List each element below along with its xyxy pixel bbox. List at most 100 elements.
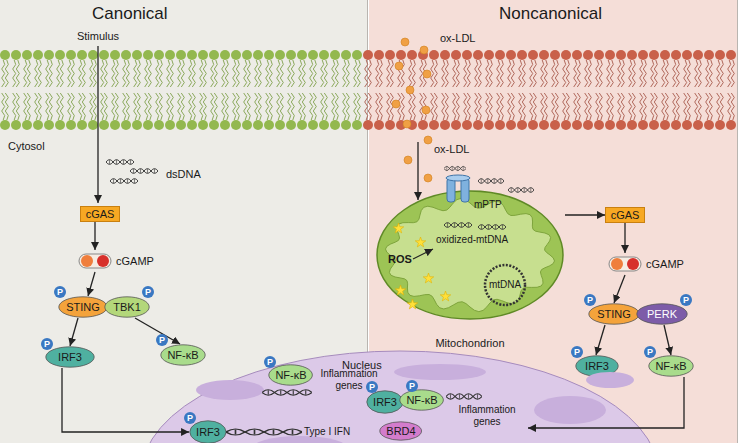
panel-heading: Noncanonical xyxy=(499,5,602,24)
membrane-bilayer xyxy=(286,50,296,60)
second-messenger: cGAMP xyxy=(78,250,154,272)
phospho-marker: P xyxy=(680,294,692,306)
membrane-bilayer xyxy=(495,120,505,130)
phospho-marker: P xyxy=(406,380,418,392)
ox-ldl-particle xyxy=(395,62,403,70)
membrane-bilayer xyxy=(572,120,582,130)
protein-oval: STING xyxy=(588,303,640,325)
membrane-bilayer xyxy=(132,50,142,60)
node-label: NF-κB xyxy=(655,361,686,372)
membrane-bilayer xyxy=(88,50,98,60)
membrane-bilayer xyxy=(99,50,109,60)
cgamp-icon xyxy=(611,258,623,270)
membrane-bilayer xyxy=(561,120,571,130)
annotation-label: mPTP xyxy=(474,199,502,211)
membrane-bilayer xyxy=(506,50,516,60)
node-label: NF-κB xyxy=(167,350,198,361)
signal-arrow xyxy=(624,223,625,253)
membrane-bilayer xyxy=(385,120,395,130)
node-label: NF-κB xyxy=(406,395,437,406)
oval-shape xyxy=(59,297,107,317)
oval-shape xyxy=(637,304,687,324)
membrane-bilayer xyxy=(88,120,98,130)
membrane-bilayer xyxy=(473,120,483,130)
node-label: BRD4 xyxy=(386,426,415,437)
membrane-bilayer xyxy=(253,50,263,60)
membrane-bilayer xyxy=(407,50,417,60)
ox-ldl-particle xyxy=(392,100,400,108)
membrane-bilayer xyxy=(726,120,736,130)
phospho-marker: P xyxy=(264,356,276,368)
membrane-bilayer xyxy=(77,50,87,60)
node-label: IRF3 xyxy=(585,361,609,372)
membrane-bilayer xyxy=(704,120,714,130)
phospho-marker: P xyxy=(156,334,168,346)
nucleus-shape xyxy=(141,351,659,443)
membrane-bilayer xyxy=(572,50,582,60)
membrane-bilayer xyxy=(22,120,32,130)
protein-oval: TBK1 xyxy=(104,296,150,318)
membrane-bilayer xyxy=(517,120,527,130)
mitochondrion: Mitochondrion xyxy=(375,185,565,353)
node-label: IRF3 xyxy=(373,397,397,408)
panel-heading: Canonical xyxy=(92,5,168,24)
ox-ldl-particle xyxy=(404,156,412,164)
chromatin-patch xyxy=(534,396,606,424)
membrane-bilayer xyxy=(627,50,637,60)
annotation-label: ox-LDL xyxy=(434,143,469,156)
node-label: cGAMP xyxy=(646,258,684,270)
annotation-label: Inflammation genes xyxy=(452,404,522,427)
membrane-bilayer xyxy=(605,120,615,130)
node-label: STING xyxy=(66,302,100,313)
ox-ldl-particle xyxy=(401,38,409,46)
membrane-bilayer xyxy=(583,50,593,60)
membrane-bilayer xyxy=(44,50,54,60)
cgamp-icon xyxy=(78,251,112,271)
membrane-bilayer xyxy=(154,50,164,60)
annotation-label: oxidized-mtDNA xyxy=(436,234,508,246)
membrane-bilayer xyxy=(374,120,384,130)
membrane-bilayer xyxy=(561,50,571,60)
membrane-bilayer xyxy=(440,120,450,130)
ox-ldl-particle xyxy=(423,70,431,78)
membrane-bilayer xyxy=(242,120,252,130)
membrane-bilayer xyxy=(319,50,329,60)
protein-oval: NF-κB xyxy=(399,389,444,411)
protein-oval: IRF3 xyxy=(45,346,95,368)
oval-shape xyxy=(380,422,422,440)
oval-shape xyxy=(400,390,444,410)
phospho-marker: P xyxy=(142,286,154,298)
membrane-bilayer xyxy=(209,50,219,60)
membrane-bilayer xyxy=(451,120,461,130)
membrane-bilayer xyxy=(22,50,32,60)
membrane-bilayer xyxy=(715,120,725,130)
membrane-bilayer xyxy=(66,120,76,130)
membrane-bilayer xyxy=(143,120,153,130)
membrane-bilayer xyxy=(528,50,538,60)
membrane-bilayer xyxy=(319,120,329,130)
phospho-marker: P xyxy=(184,412,196,424)
ox-ldl-particle xyxy=(424,136,432,144)
node-label: cGAMP xyxy=(116,255,154,267)
membrane-bilayer xyxy=(462,120,472,130)
phospho-marker: P xyxy=(41,338,53,350)
oval-shape xyxy=(649,356,693,376)
membrane-bilayer xyxy=(638,50,648,60)
cgamp-icon xyxy=(609,257,641,271)
membrane-bilayer xyxy=(550,50,560,60)
membrane-bilayer xyxy=(473,50,483,60)
annotation-label: Stimulus xyxy=(77,30,119,43)
stimulus-arrow xyxy=(97,46,98,203)
membrane-bilayer xyxy=(671,120,681,130)
node-label: NF-κB xyxy=(275,370,306,381)
ox-ldl-particle xyxy=(422,106,430,114)
protein-oval: BRD4 xyxy=(379,421,422,441)
membrane-bilayer xyxy=(495,50,505,60)
membrane-bilayer xyxy=(363,50,373,60)
membrane-bilayer xyxy=(11,50,21,60)
membrane-bilayer xyxy=(264,120,274,130)
uptake-arrow xyxy=(418,142,419,200)
membrane-bilayer xyxy=(693,120,703,130)
membrane-bilayer xyxy=(209,120,219,130)
membrane-bilayer xyxy=(374,50,384,60)
